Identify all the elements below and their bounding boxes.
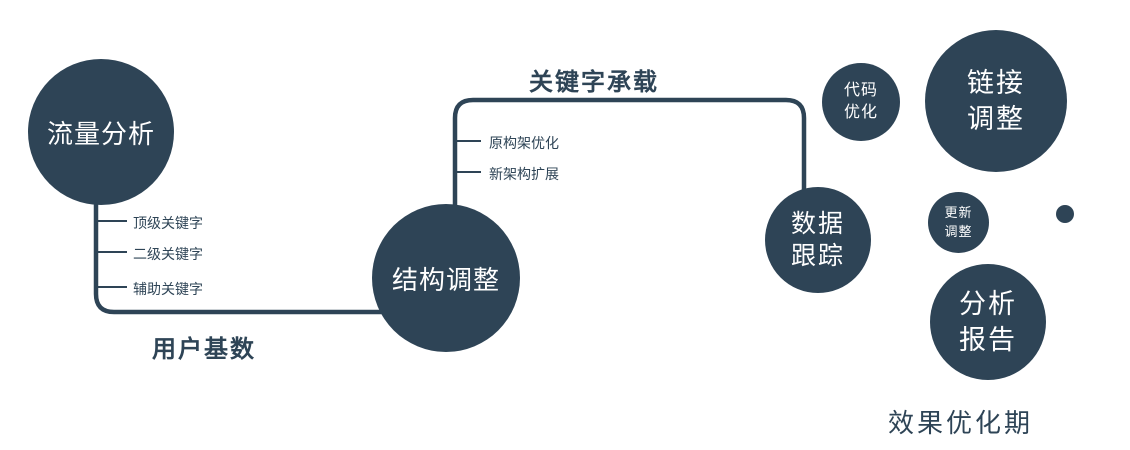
node-update-adjustment: 更新 调整 — [928, 192, 989, 253]
node-data-tracking: 数据 跟踪 — [765, 187, 871, 293]
connector-structure-to-tracking — [452, 97, 807, 210]
branch-label-top-keywords: 顶级关键字 — [133, 215, 203, 231]
branch-label-auxiliary-keywords: 辅助关键字 — [133, 281, 203, 297]
node-data-tracking-label-line2: 跟踪 — [790, 242, 845, 270]
node-update-adjustment-label-line2: 调整 — [944, 223, 973, 239]
connector-traffic-to-structure — [93, 192, 384, 315]
branch-label-original-architecture-optimization: 原构架优化 — [489, 135, 559, 151]
node-link-adjustment-label-line1: 链接 — [967, 67, 1025, 98]
node-code-optimization-label-line1: 代码 — [843, 81, 878, 99]
branch-label-new-architecture-expansion: 新架构扩展 — [489, 166, 559, 182]
node-link-adjustment-label-line2: 调整 — [967, 104, 1025, 134]
branch-label-secondary-keywords: 二级关键字 — [133, 246, 203, 262]
node-structure-adjustment: 结构调整 — [372, 204, 520, 352]
node-data-tracking-label-line1: 数据 — [790, 209, 845, 238]
node-structure-adjustment-label: 结构调整 — [391, 264, 500, 295]
node-update-adjustment-label-line1: 更新 — [944, 204, 973, 220]
node-analysis-report: 分析 报告 — [930, 264, 1046, 380]
node-code-optimization-label-line2: 优化 — [843, 104, 878, 121]
edge-label-user-base: 用户基数 — [152, 336, 256, 363]
node-traffic-analysis: 流量分析 — [28, 59, 174, 205]
node-analysis-report-label-line1: 分析 — [959, 288, 1017, 319]
footer-label-effect-optimization-period: 效果优化期 — [888, 408, 1034, 438]
edge-label-keyword-carry: 关键字承载 — [529, 69, 659, 96]
node-code-optimization: 代码 优化 — [822, 63, 900, 141]
node-small-dot — [1056, 205, 1074, 223]
node-analysis-report-label-line2: 报告 — [959, 325, 1017, 355]
node-link-adjustment: 链接 调整 — [925, 30, 1067, 172]
node-traffic-analysis-label: 流量分析 — [46, 118, 155, 149]
